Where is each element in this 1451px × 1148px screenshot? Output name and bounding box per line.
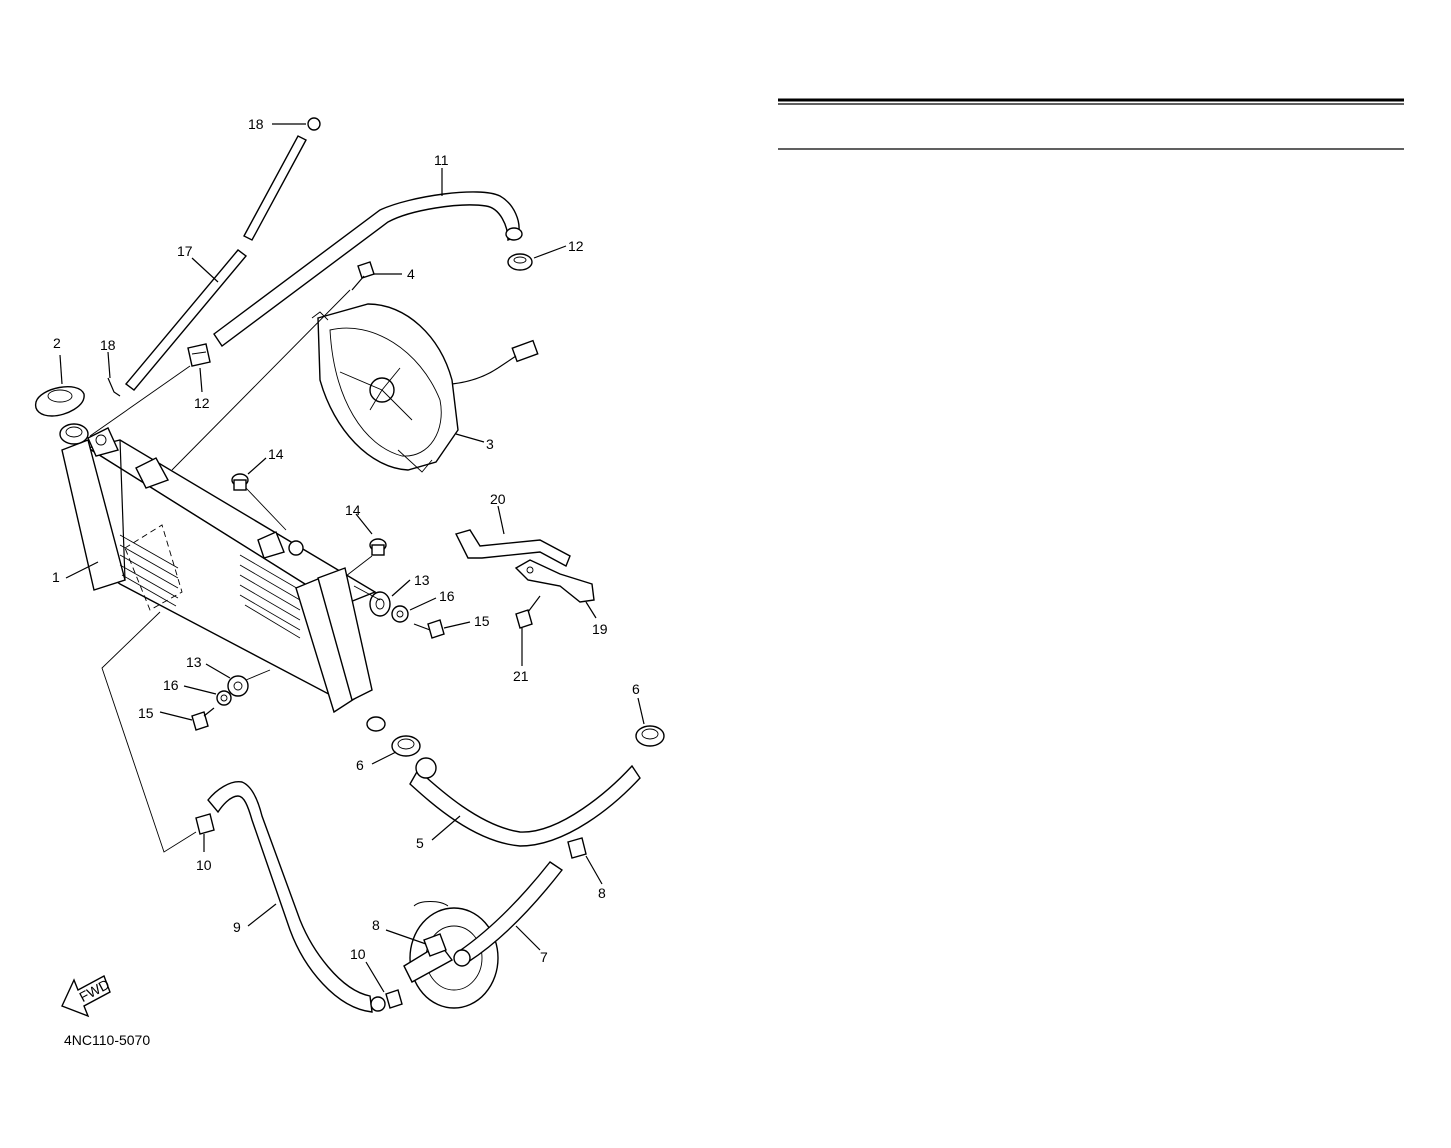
callout-14-upper: 14 [268,446,284,462]
clamp-10-upper-part [195,813,215,835]
fwd-arrow-icon: FWD [61,975,112,1018]
callout-labels: 1 2 3 4 5 6 6 7 8 8 9 10 10 11 12 12 13 … [52,116,640,965]
parts-list-header [778,98,1404,150]
callout-18-left: 18 [100,337,116,353]
bolt-21-part [515,595,541,629]
washer-16-left-part [216,690,232,706]
water-pump-part [403,901,499,1009]
callout-9: 9 [233,919,241,935]
callout-13-left: 13 [186,654,202,670]
callout-21: 21 [513,668,529,684]
callout-11: 11 [434,152,449,168]
grommet-14-upper-part [231,473,249,491]
callout-5: 5 [416,835,424,851]
clamp-6-left-part [391,735,421,757]
callout-15-right: 15 [474,613,490,629]
leader-lines [59,123,645,993]
grommet-14-lower-part [369,538,387,556]
callout-19: 19 [592,621,608,637]
callout-17: 17 [177,243,193,259]
hose-7-part [453,861,564,967]
callout-7: 7 [540,949,548,965]
hose-11-part [213,191,523,348]
callout-6-right: 6 [632,681,640,697]
clip-18-top-part [307,117,321,131]
clamp-8-lower-part [423,933,447,957]
washer-16-right-part [391,605,409,623]
hose-5-part [409,757,641,847]
callout-6-left: 6 [356,757,364,773]
cooling-fan-part [311,303,539,473]
clamp-8-upper-part [567,837,587,859]
callout-12-right: 12 [568,238,584,254]
callout-20: 20 [490,491,506,507]
callout-16-right: 16 [439,588,455,604]
bolt-15-left-part [191,707,215,731]
callout-4: 4 [407,266,415,282]
breather-hose-17-part [124,135,307,391]
callout-10-lower: 10 [350,946,366,962]
clip-18-left-part [107,377,121,397]
clamp-6-right-part [635,725,665,747]
bracket-20-part [454,529,571,567]
callout-16-left: 16 [163,677,179,693]
callout-18-top: 18 [248,116,264,132]
callout-10-upper: 10 [196,857,212,873]
radiator-cap-part [34,386,85,417]
radiator-part [59,423,386,732]
callout-14-lower: 14 [345,502,361,518]
clamp-12-left-part [187,343,211,367]
bolt-15-right-part [413,619,445,639]
callout-15-left: 15 [138,705,154,721]
hose-9-part [207,781,386,1013]
callout-2: 2 [53,335,61,351]
damper-13-right-part [369,591,391,617]
damper-13-left-part [227,675,249,697]
bolt-4-part [351,261,375,291]
clamp-10-lower-part [385,989,403,1009]
callout-13-right: 13 [414,572,430,588]
callout-8-right: 8 [598,885,606,901]
clamp-12-right-part [507,253,533,271]
callout-1: 1 [52,569,60,585]
bracket-19-part [514,559,595,603]
callout-12-left: 12 [194,395,210,411]
callout-3: 3 [486,436,494,452]
figure-code: 4NC110-5070 [64,1032,150,1048]
callout-8-left: 8 [372,917,380,933]
